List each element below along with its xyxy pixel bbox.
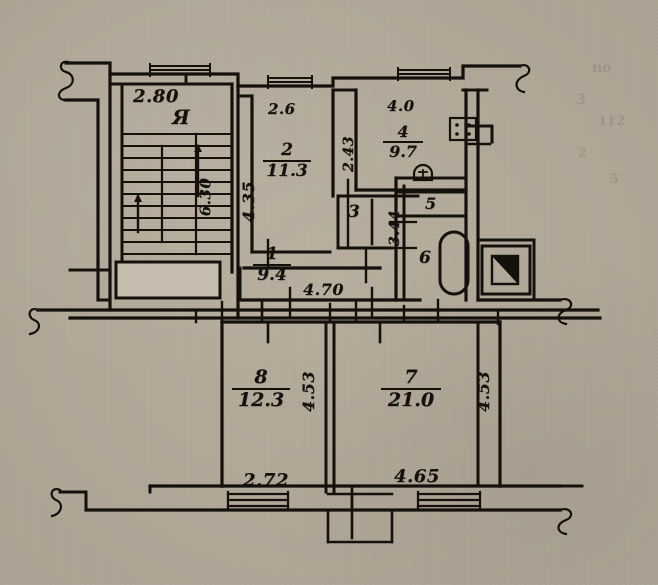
dimension-hall-bottom: 4.70 [303, 280, 344, 299]
room-label-1: 1 9.4 [248, 246, 296, 285]
window-top-left [149, 63, 211, 77]
room-3-number: 3 [348, 202, 361, 222]
room-2-rule [263, 160, 311, 162]
room-8-number: 8 [254, 366, 268, 388]
dimension-room2-top: 2.6 [268, 100, 296, 118]
break-line-left-mid [28, 308, 40, 336]
room-7-number: 7 [404, 366, 418, 388]
window-top-right [397, 67, 451, 81]
window-top-middle [267, 75, 313, 89]
room-label-7: 7 21.0 [378, 368, 444, 411]
room-1-area: 9.4 [257, 265, 287, 285]
dimension-ticks-bath [388, 194, 418, 250]
room-2-area: 11.3 [266, 161, 308, 181]
staircase-icon [121, 132, 233, 256]
break-line-top-left [57, 60, 74, 102]
room-label-4: 4 9.7 [378, 124, 428, 161]
stove-4-burner-icon [448, 116, 478, 142]
stair-direction-arrows [134, 144, 202, 234]
dimension-bath-depth: 3.44 [387, 209, 404, 247]
window-bottom-right [416, 490, 482, 510]
bottom-left-return [58, 490, 88, 512]
room-1-number: 1 [266, 244, 278, 264]
exterior-wall-left [64, 98, 100, 266]
room-5-number: 5 [425, 194, 437, 213]
dimension-stair-width: 2.80 [133, 86, 179, 107]
break-line-bottom-left [50, 488, 62, 518]
room-4-number: 4 [397, 122, 409, 141]
sink-icon [412, 163, 434, 182]
break-line-bottom-right [557, 508, 573, 536]
dimension-room8-bottom: 2.72 [243, 470, 289, 491]
room-6-number: 6 [419, 248, 432, 268]
room-4-rule [383, 141, 423, 143]
stairwell-annotation: Я [172, 105, 191, 129]
room-4-area: 9.7 [389, 142, 417, 161]
dimension-room2-left: 4.35 [238, 181, 258, 222]
band-jamb-ticks [194, 298, 500, 332]
bathtub-icon [438, 230, 470, 296]
room-label-2: 2 11.3 [258, 142, 316, 181]
dimension-room8-right: 4.53 [298, 371, 318, 412]
room-7-rule [381, 388, 441, 390]
dimension-room4-left: 2.43 [341, 135, 358, 173]
room-label-8: 8 12.3 [229, 368, 293, 411]
room-8-rule [232, 388, 290, 390]
room-2-number: 2 [281, 140, 293, 160]
room-8-area: 12.3 [237, 389, 285, 411]
break-line-top-right [515, 64, 531, 94]
balcony [326, 490, 394, 544]
dimension-room4-top: 4.0 [387, 97, 415, 115]
dimension-room7-bottom: 4.65 [394, 466, 440, 487]
dimension-room7-right: 4.53 [473, 371, 493, 412]
room-7-area: 21.0 [387, 389, 435, 411]
stair-landing [114, 260, 222, 300]
ventilation-duct-icon [480, 244, 532, 296]
dimension-stair-depth: 6.30 [196, 177, 215, 217]
room-1-rule [253, 264, 291, 266]
window-bottom-left [226, 490, 290, 510]
